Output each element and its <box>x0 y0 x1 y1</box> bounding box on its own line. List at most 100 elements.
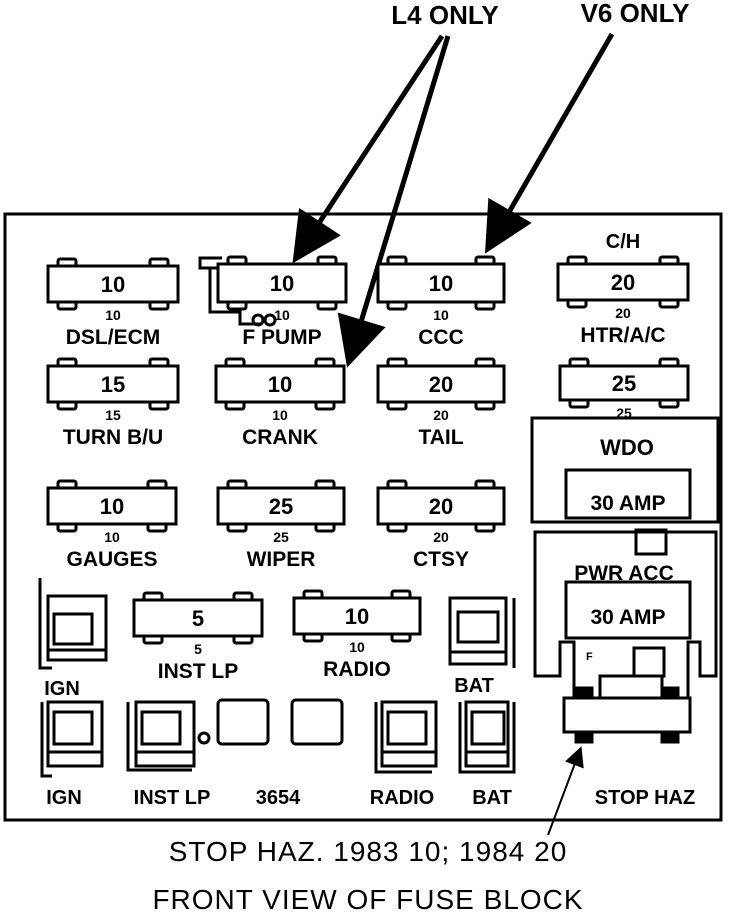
fuse-label: F PUMP <box>242 326 321 349</box>
fuse-body <box>46 364 180 404</box>
fuse-label: INST LP <box>158 660 239 683</box>
socket-bat-lower <box>458 700 516 774</box>
fuse-rating: 20 <box>429 372 453 397</box>
socket-3654-right <box>290 698 344 746</box>
fuse-rating-small: 10 <box>105 307 121 323</box>
socket-inst-lp-lower <box>126 700 211 772</box>
fuse-rating: 25 <box>269 494 293 519</box>
fuse-above-label: C/H <box>606 231 640 253</box>
fuse-rating: 10 <box>101 272 125 297</box>
wdo-breaker: WDO 30 AMP <box>530 416 720 524</box>
wdo-title: WDO <box>600 435 654 460</box>
fuse-rating-small: 10 <box>349 639 365 655</box>
arrow-l4-to-crank <box>337 35 451 368</box>
stop-haz-fuse <box>562 686 692 744</box>
fuse-rating-small: 25 <box>273 529 289 545</box>
fuse-rating-small: 20 <box>433 529 449 545</box>
fuse-label: HTR/A/C <box>580 324 665 347</box>
fuse-label: CRANK <box>242 426 318 449</box>
f-mark: F <box>586 651 593 663</box>
wdo-rating: 30 AMP <box>590 492 665 515</box>
fuse-fpump: 10 10 F PUMP <box>216 255 348 349</box>
pwr-acc-rating: 30 AMP <box>590 606 665 629</box>
fuse-rating-small: 10 <box>104 529 120 545</box>
fuse-rating: 10 <box>429 271 453 296</box>
fuse-rating: 25 <box>612 371 636 396</box>
fuse-rating: 5 <box>192 606 204 631</box>
label-ign-upper: IGN <box>44 678 80 700</box>
fuse-rating: 20 <box>611 270 635 295</box>
fuse-rating-small: 5 <box>194 641 202 657</box>
fuse-body <box>46 486 178 526</box>
fuse-rating: 20 <box>429 494 453 519</box>
socket-bat-upper <box>448 596 516 668</box>
label-ign-lower: IGN <box>46 787 82 809</box>
socket-ign-upper <box>38 578 108 670</box>
diagram-title: FRONT VIEW OF FUSE BLOCK <box>152 884 584 915</box>
fpump-bracket <box>198 256 277 327</box>
pwr-acc-title: PWR ACC <box>574 562 674 585</box>
fuse-rating-small: 20 <box>615 305 631 321</box>
socket-ign-lower <box>40 700 104 778</box>
fuse-body <box>376 262 506 304</box>
fuse-label: CCC <box>418 326 464 349</box>
fuse-body <box>214 364 346 404</box>
fuse-label: CTSY <box>413 548 469 571</box>
fuse-body <box>292 596 422 636</box>
label-inst-lp-lower: INST LP <box>134 787 211 809</box>
label-bat-upper: BAT <box>454 675 494 697</box>
fuse-block-frame <box>3 212 723 822</box>
relay-sockets <box>38 578 516 778</box>
fuse-rating: 10 <box>268 372 292 397</box>
fuse-label: WIPER <box>247 548 316 571</box>
fuse-body <box>556 262 690 302</box>
arrow-stop-haz <box>547 746 584 836</box>
fuse-body <box>216 486 346 526</box>
socket-radio-lower <box>374 700 438 774</box>
fuse-rating: 10 <box>345 604 369 629</box>
label-radio-lower: RADIO <box>370 787 434 809</box>
label-3654: 3654 <box>256 787 301 809</box>
fuse-label: TURN B/U <box>63 426 163 449</box>
callout-arrows <box>292 32 615 368</box>
fuse-label: GAUGES <box>66 548 157 571</box>
fuse-rating-small: 20 <box>433 407 449 423</box>
stop-haz-note: STOP HAZ. 1983 10; 1984 20 <box>168 836 568 867</box>
fuse-label: DSL/ECM <box>66 326 161 349</box>
label-bat-lower: BAT <box>472 787 512 809</box>
socket-3654-left <box>216 698 270 746</box>
fuse-body <box>376 486 506 526</box>
fuse-rating: 15 <box>101 372 125 397</box>
fuse-rating: 10 <box>270 271 294 296</box>
arrow-l4-to-fpump <box>292 34 445 264</box>
arrow-v6-to-ccc <box>484 32 615 254</box>
fuse-label: RADIO <box>323 658 391 681</box>
fuse-body <box>376 364 506 404</box>
fuse-body <box>46 264 180 304</box>
fuse-label: TAIL <box>418 426 463 449</box>
fuse-body <box>216 262 348 304</box>
fuse-rating: 10 <box>100 494 124 519</box>
fuse-rating-small: 15 <box>105 407 121 423</box>
fuse-body <box>132 598 264 638</box>
fuse-rating-small: 10 <box>272 407 288 423</box>
fuse-rating-small: 10 <box>274 307 290 323</box>
callout-v6-only: V6 ONLY <box>581 0 690 28</box>
fuse-rating-small: 10 <box>433 307 449 323</box>
label-stop-haz: STOP HAZ <box>595 787 695 809</box>
callout-l4-only: L4 ONLY <box>391 0 498 30</box>
